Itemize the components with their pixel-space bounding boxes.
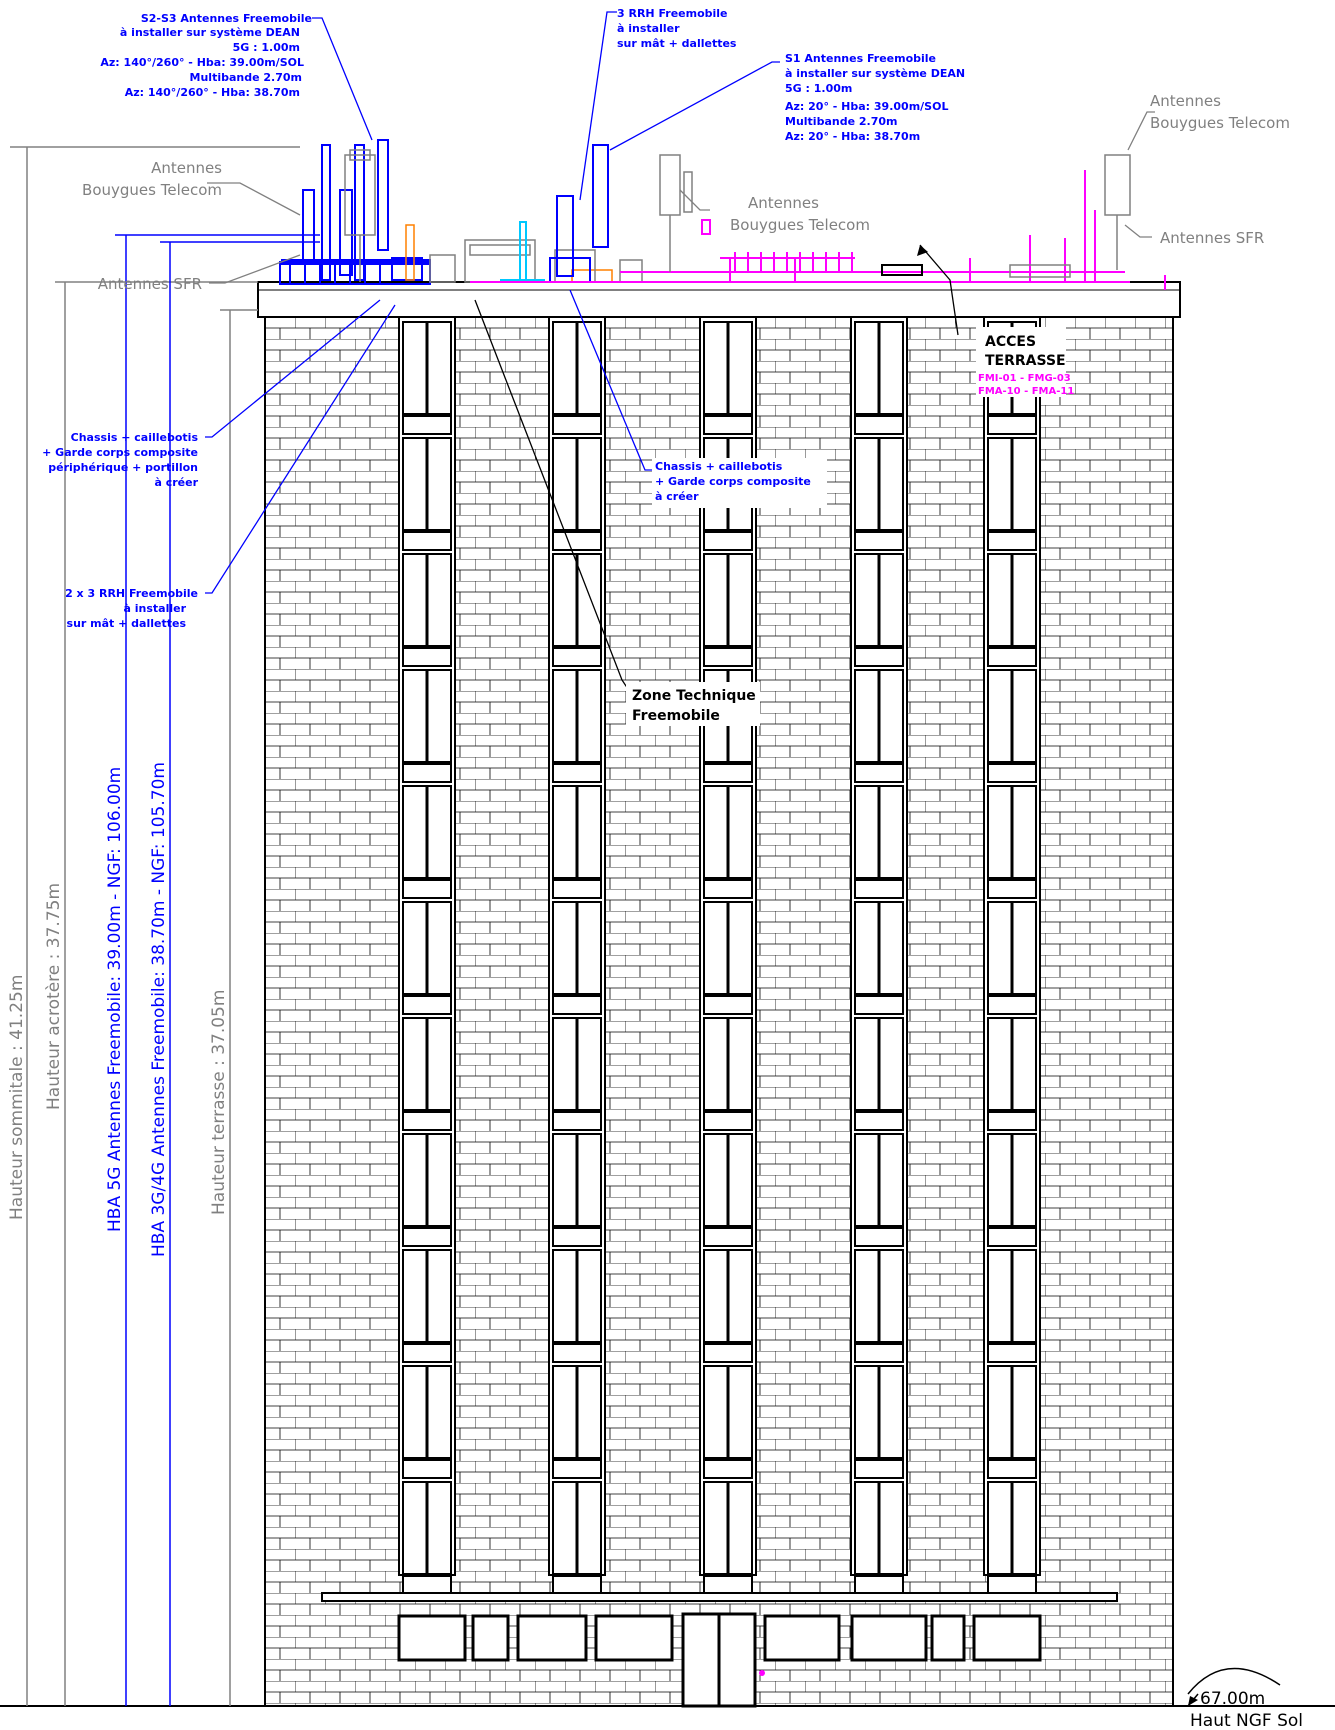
chassis-mid-line: à créer	[655, 490, 699, 503]
annotation-rrh3: 3 RRH Freemobile à installer sur mât + d…	[617, 7, 737, 50]
chassis-left-line: + Garde corps composite	[42, 446, 198, 459]
acces-code-line: FMI-01 - FMG-03	[978, 373, 1071, 384]
acces-code-line: FMA-10 - FMA-11	[978, 386, 1074, 397]
chassis-mid-line: Chassis + caillebotis	[655, 460, 783, 473]
acces-line: TERRASSE	[985, 353, 1066, 369]
chassis-mid-line: + Garde corps composite	[655, 475, 811, 488]
bouygues-line: Antennes	[748, 194, 819, 212]
chassis-left-line: périphérique + portillon	[48, 461, 198, 474]
s2s3-line: Az: 140°/260° - Hba: 39.00m/SOL	[100, 56, 304, 69]
annotation-sfr-right: Antennes SFR	[1160, 229, 1264, 247]
ground-floor-openings	[397, 1612, 1042, 1708]
s2s3-line: à installer sur système DEAN	[120, 26, 300, 39]
annotation-acces-terrasse: ACCES TERRASSE FMI-01 - FMG-03 FMA-10 - …	[976, 327, 1074, 397]
ground-floor-window	[397, 1614, 467, 1662]
rooftop-equipment	[279, 139, 1166, 290]
annotation-s1: S1 Antennes Freemobile à installer sur s…	[785, 52, 965, 143]
s2s3-line: S2-S3 Antennes Freemobile	[141, 12, 312, 25]
annotation-rrh-2x3: 2 x 3 RRH Freemobile à installer sur mât…	[65, 587, 198, 630]
height-sommitale-label: Hauteur sommitale : 41.25m	[7, 975, 27, 1220]
roof-slab	[257, 281, 1181, 318]
window-columns	[398, 316, 1041, 1595]
annotation-zone-technique: Zone Technique Freemobile	[626, 682, 760, 726]
annotation-sfr-left: Antennes SFR	[98, 275, 202, 293]
annotation-bouygues-mid: Antennes Bouygues Telecom	[730, 194, 870, 234]
rrh-2x3-line: sur mât + dallettes	[67, 617, 187, 630]
height-terrasse-label: Hauteur terrasse : 37.05m	[209, 990, 229, 1215]
s1-line: 5G : 1.00m	[785, 82, 852, 95]
annotation-bouygues-top-right: Antennes Bouygues Telecom	[1150, 92, 1290, 132]
ground-floor-window	[763, 1614, 841, 1662]
s2s3-line: Az: 140°/260° - Hba: 38.70m	[125, 86, 300, 99]
ground-floor-window	[471, 1614, 510, 1662]
annotation-chassis-mid: Chassis + caillebotis + Garde corps comp…	[652, 458, 827, 508]
rrh-2x3-line: 2 x 3 RRH Freemobile	[65, 587, 198, 600]
chassis-left-line: à créer	[154, 476, 198, 489]
acces-line: ACCES	[985, 334, 1036, 350]
s1-line: à installer sur système DEAN	[785, 67, 965, 80]
rrh3-line: sur mât + dallettes	[617, 37, 737, 50]
s2s3-line: 5G : 1.00m	[233, 41, 300, 54]
hba-3g4g-label: HBA 3G/4G Antennes Freemobile: 38.70m - …	[149, 762, 169, 1257]
height-acrotere-label: Hauteur acrotère : 37.75m	[44, 883, 64, 1110]
ngf-label: Haut NGF Sol	[1190, 1711, 1303, 1730]
annotation-chassis-left: Chassis + caillebotis + Garde corps comp…	[42, 431, 198, 489]
s2s3-line: Multibande 2.70m	[190, 71, 302, 84]
s1-line: Az: 20° - Hba: 38.70m	[785, 130, 920, 143]
bouygues-line: Bouygues Telecom	[730, 216, 870, 234]
rrh-2x3-line: à installer	[123, 602, 186, 615]
s1-line: Multibande 2.70m	[785, 115, 897, 128]
bouygues-line: Antennes	[151, 159, 222, 177]
rrh3-line: à installer	[617, 22, 680, 35]
rrh3-line: 3 RRH Freemobile	[617, 7, 728, 20]
ngf-value: 67.00m	[1200, 1689, 1265, 1709]
ground-floor-window	[972, 1614, 1042, 1662]
s1-line: S1 Antennes Freemobile	[785, 52, 936, 65]
dimension-lines	[10, 146, 320, 1706]
annotation-s2s3: S2-S3 Antennes Freemobile à installer su…	[100, 12, 312, 99]
ground-floor-window	[850, 1614, 928, 1662]
annotation-bouygues-left: Antennes Bouygues Telecom	[82, 159, 222, 199]
chassis-left-line: Chassis + caillebotis	[71, 431, 199, 444]
bouygues-line: Bouygues Telecom	[1150, 114, 1290, 132]
bouygues-line: Bouygues Telecom	[82, 181, 222, 199]
zone-tech-line: Freemobile	[632, 708, 720, 724]
bouygues-line: Antennes	[1150, 92, 1221, 110]
s1-line: Az: 20° - Hba: 39.00m/SOL	[785, 100, 948, 113]
ngf-marker: 67.00m Haut NGF Sol	[1187, 1667, 1303, 1730]
ground-floor-window	[930, 1614, 966, 1662]
dimension-labels: Hauteur sommitale : 41.25m Hauteur acrot…	[7, 762, 229, 1257]
hba-5g-label: HBA 5G Antennes Freemobile: 39.00m - NGF…	[105, 767, 125, 1232]
ground-floor-window	[594, 1614, 674, 1662]
ground-floor-window	[516, 1614, 588, 1662]
ground-floor-cornice	[321, 1592, 1118, 1602]
zone-tech-line: Zone Technique	[632, 688, 756, 704]
